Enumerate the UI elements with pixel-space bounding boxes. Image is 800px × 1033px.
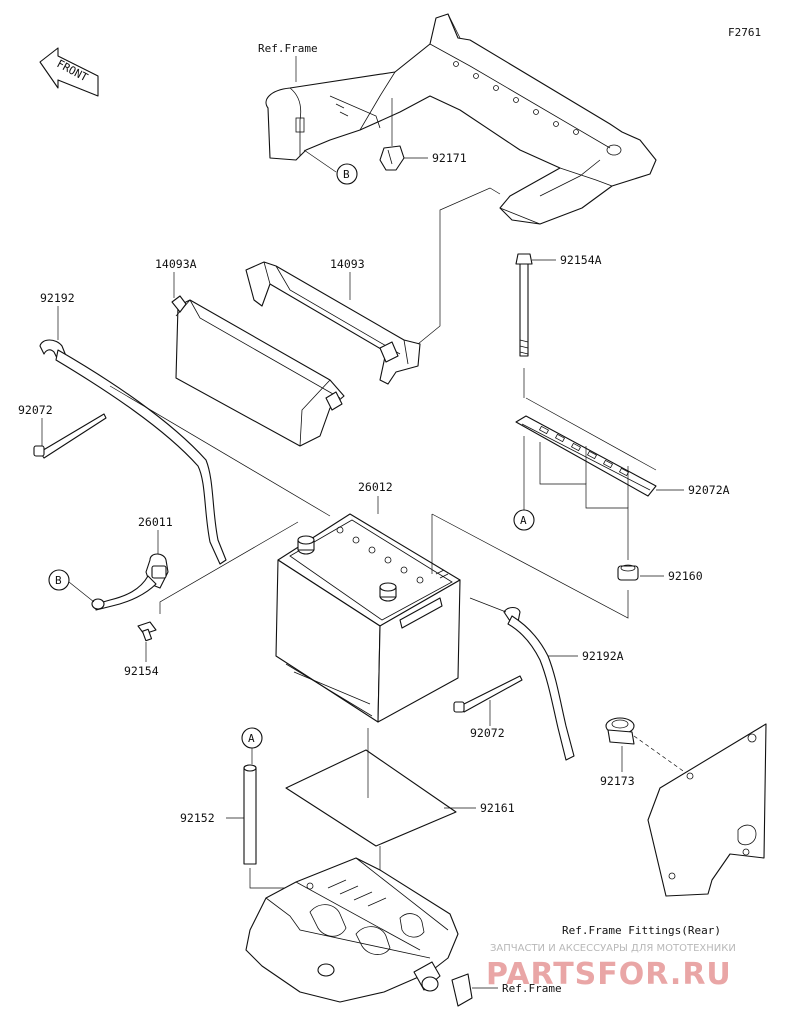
tube-92192A [503,606,575,761]
label-92192: 92192 [40,291,75,305]
figure-code: F2761 [728,26,761,39]
callout-b-left: B [48,569,70,591]
tube-92192 [39,339,227,565]
label-26011: 26011 [138,515,173,529]
cover-14093A [171,295,345,447]
bracket-14093 [245,261,421,385]
clip-92171 [379,145,405,171]
ref-frame-top: Ref.Frame [258,42,318,55]
label-92072-center: 92072 [470,726,505,740]
battery-26012 [275,513,461,723]
label-92161: 92161 [480,801,515,815]
label-92154A: 92154A [560,253,602,267]
callout-a-right: A [513,509,535,531]
label-26012: 26012 [358,480,393,494]
battery-tray [245,857,473,1007]
svg-text:B: B [343,168,350,181]
label-92192A: 92192A [582,649,624,663]
bolt-92154 [137,621,157,642]
svg-text:A: A [248,732,255,745]
callout-a-left: A [241,727,263,749]
label-92072A: 92072A [688,483,730,497]
bolt-92154A [515,253,533,357]
svg-text:A: A [520,514,527,527]
mat-92161 [285,749,457,847]
label-92160: 92160 [668,569,703,583]
label-92154: 92154 [124,664,159,678]
collar-92152 [243,764,257,865]
watermark-brand: PARTSFOR.RU [486,957,732,992]
ref-frame-fittings-rear: Ref.Frame Fittings(Rear) [562,924,721,937]
label-92152: 92152 [180,811,215,825]
label-92072-left: 92072 [18,403,53,417]
frame-fittings-rear [647,723,767,897]
label-92171: 92171 [432,151,467,165]
label-14093: 14093 [330,257,365,271]
label-92173: 92173 [600,774,635,788]
ref-frame-bottom: Ref.Frame [502,982,562,995]
cable-26011 [91,553,169,611]
grommet-92160 [617,564,639,581]
svg-text:B: B [55,574,62,587]
clamp-92173 [605,717,635,745]
callout-b-top: B [336,163,358,185]
cable-tie-92072-left [33,413,107,459]
frame-top [265,13,657,225]
front-arrow-icon: FRONT [39,47,99,97]
watermark-tagline: ЗАПЧАСТИ И АКСЕССУАРЫ ДЛЯ МОТОТЕХНИКИ [490,943,736,954]
cable-tie-92072-center [453,675,523,713]
label-14093A: 14093A [155,257,197,271]
